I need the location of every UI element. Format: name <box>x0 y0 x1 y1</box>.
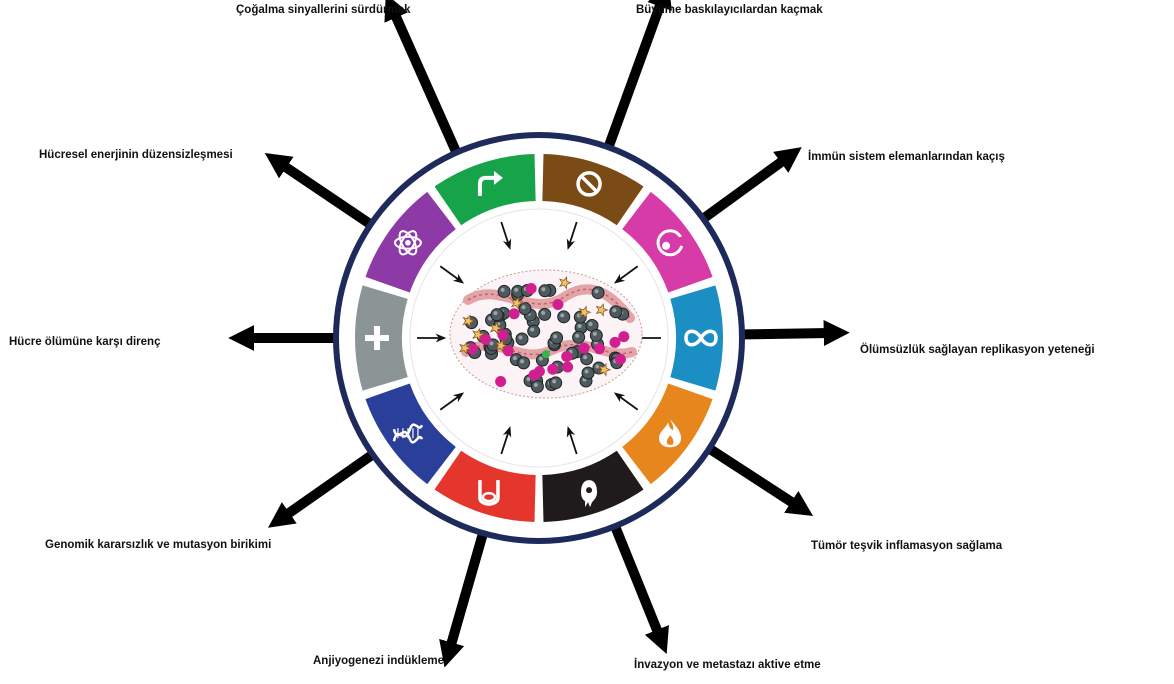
tumor-cell <box>528 325 540 337</box>
immune-cell <box>579 343 590 354</box>
immune-cell <box>552 299 563 310</box>
outward-arrow-0 <box>394 13 458 157</box>
tumor-cell <box>518 357 530 369</box>
tumor-cell <box>531 381 543 393</box>
tumor-cell <box>582 367 594 379</box>
immune-cell <box>526 283 537 294</box>
tumor-cell <box>550 377 562 389</box>
label-avoiding-immune-destruction: İmmün sistem elemanlarından kaçış <box>808 151 1005 163</box>
immune-cell <box>615 354 626 365</box>
tumor-cell <box>498 285 510 297</box>
immune-cell <box>497 330 508 341</box>
outward-arrow-2 <box>699 159 785 221</box>
label-proliferative-signaling: Çoğalma sinyallerini sürdürmek <box>236 4 410 16</box>
label-deregulating-energetics: Hücresel enerjinin düzensizleşmesi <box>39 149 233 161</box>
immune-cell <box>534 366 545 377</box>
tumor-cell <box>610 306 622 318</box>
immune-cell <box>561 351 572 362</box>
label-replicative-immortality: Ölümsüzlük sağlayan replikasyon yeteneği <box>860 344 1095 356</box>
tumor-cell <box>539 308 551 320</box>
tumor-cell <box>573 331 585 343</box>
immune-cell <box>509 308 520 319</box>
label-resisting-cell-death: Hücre ölümüne karşı direnç <box>9 336 160 348</box>
tumor-cell <box>590 329 602 341</box>
label-angiogenesis: Anjiyogenezi indükleme <box>313 655 444 667</box>
outward-arrow-6 <box>450 528 484 647</box>
outward-arrow-5 <box>613 522 659 635</box>
tumor-cell <box>539 285 551 297</box>
label-tumor-promoting-inflammation: Tümör teşvik inflamasyon sağlama <box>811 540 1002 552</box>
tumor-cell <box>581 353 593 365</box>
outward-arrow-7 <box>285 452 377 516</box>
immune-cell <box>594 343 605 354</box>
outward-arrow-1 <box>607 2 662 152</box>
tumor-cell <box>519 303 531 315</box>
tumor-cell <box>592 287 604 299</box>
immune-cell <box>562 361 573 372</box>
immune-cell <box>610 337 621 348</box>
tumor-cell <box>558 311 570 323</box>
outward-arrow-9 <box>282 165 375 228</box>
tumor-marker <box>542 350 550 358</box>
label-genome-instability: Genomik kararsızlık ve mutasyon birikimi <box>45 539 271 551</box>
label-invasion-metastasis: İnvazyon ve metastazı aktive etme <box>634 659 821 671</box>
tumor-cell <box>491 309 503 321</box>
outward-arrow-4 <box>705 446 796 505</box>
tumor-illustration <box>450 270 642 398</box>
tumor-cell <box>516 333 528 345</box>
label-evading-growth-suppressors: Büyüme baskılayıcılardan kaçmak <box>636 4 823 16</box>
tumor-cell <box>551 332 563 344</box>
outward-arrow-3 <box>737 333 829 335</box>
immune-cell <box>495 376 506 387</box>
immune-cell <box>547 364 558 375</box>
